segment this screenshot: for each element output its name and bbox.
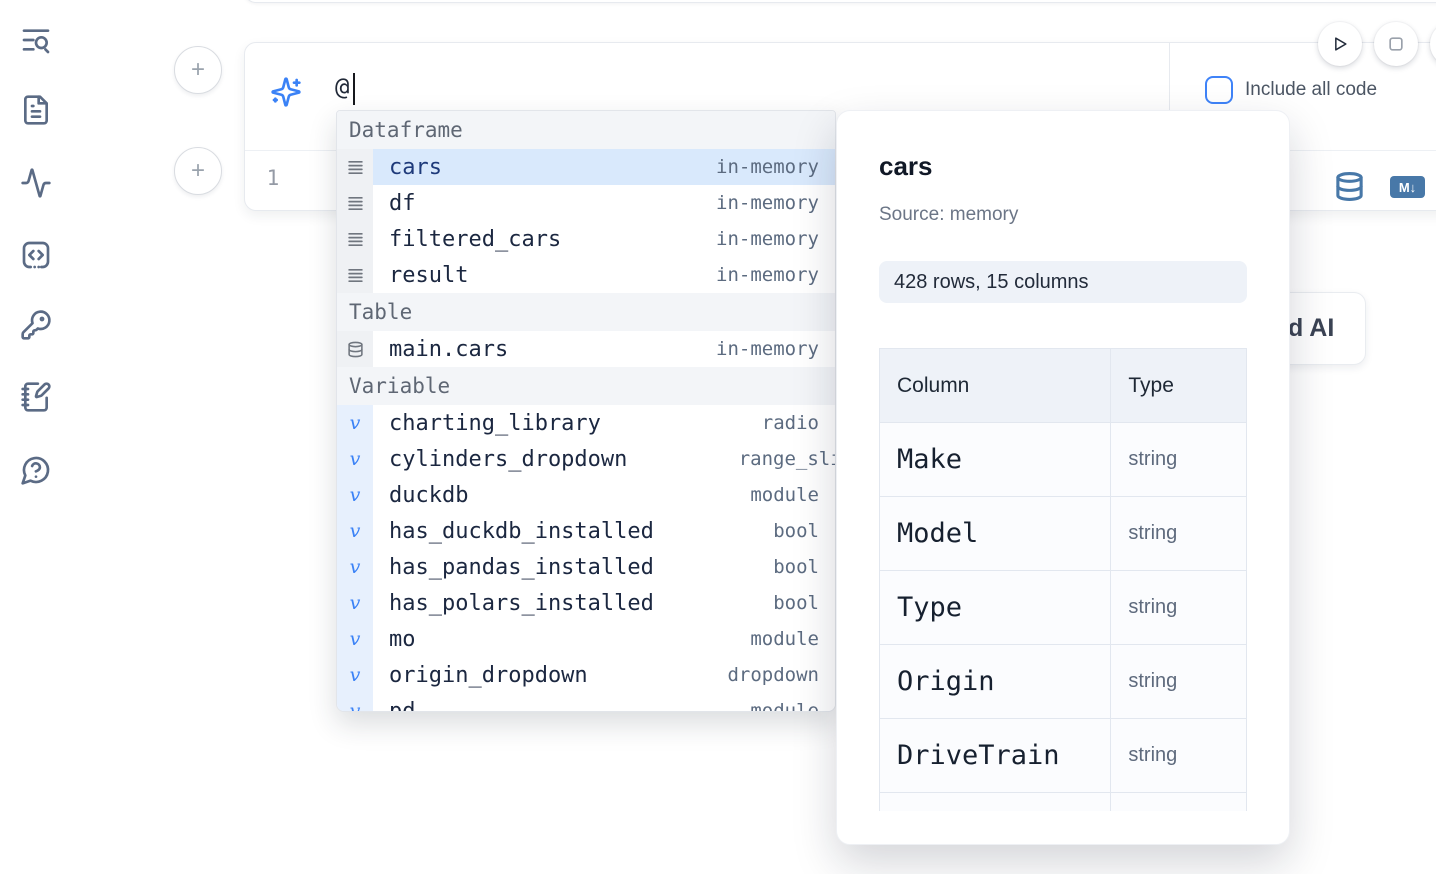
table-row[interactable]: Type string [880, 571, 1246, 645]
dataframe-icon [337, 185, 373, 221]
table-row-partial [880, 793, 1246, 811]
add-cell-above-button[interactable]: + [174, 46, 222, 94]
dataframe-icon [337, 149, 373, 185]
scratchpad-icon[interactable] [20, 381, 52, 413]
markdown-convert-icon[interactable]: M↓ [1390, 176, 1425, 198]
section-header-table: Table [337, 293, 835, 331]
variable-icon: v [337, 477, 373, 513]
previous-cell-card [244, 0, 1436, 3]
text-caret [353, 73, 355, 105]
extra-action-button[interactable] [1430, 22, 1436, 66]
variable-icon: v [337, 657, 373, 693]
section-header-dataframe: Dataframe [337, 111, 835, 149]
code-snippets-icon[interactable] [20, 239, 52, 271]
left-sidebar [0, 0, 72, 874]
dataset-title: cars [879, 151, 933, 181]
code-editor-row[interactable]: 1 [245, 152, 1436, 211]
include-all-code-label: Include all code [1245, 79, 1378, 100]
variable-icon: v [337, 513, 373, 549]
table-row[interactable]: Make string [880, 423, 1246, 497]
document-icon[interactable] [20, 94, 52, 126]
dataset-shape-badge: 428 rows, 15 columns [879, 261, 1247, 303]
section-header-variable: Variable [337, 367, 835, 405]
datasource-icon[interactable] [1334, 171, 1365, 202]
type-header: Type [1128, 373, 1174, 397]
activity-logs-icon[interactable] [20, 167, 52, 199]
dataframe-icon [337, 221, 373, 257]
schema-header-row: Column Type [880, 349, 1246, 423]
keys-icon[interactable] [20, 309, 52, 341]
variable-icon: v [337, 585, 373, 621]
variable-icon: v [337, 693, 373, 711]
ai-prompt-input[interactable]: @ [335, 73, 350, 101]
sparkles-ai-icon [270, 76, 302, 108]
variable-icon: v [337, 441, 373, 477]
line-number: 1 [266, 166, 280, 190]
generate-with-ai-label: d AI [1288, 314, 1335, 342]
run-cell-button[interactable] [1318, 22, 1362, 66]
dataset-source: Source: memory [879, 204, 1019, 225]
table-row[interactable]: DriveTrain string [880, 719, 1246, 793]
column-header: Column [897, 373, 970, 397]
add-cell-below-button[interactable]: + [174, 147, 222, 195]
help-chat-icon[interactable] [20, 454, 52, 486]
dataframe-icon [337, 257, 373, 293]
table-row[interactable]: Origin string [880, 645, 1246, 719]
database-table-icon [337, 331, 373, 367]
variable-icon: v [337, 549, 373, 585]
variable-icon: v [337, 621, 373, 657]
divider [1169, 43, 1170, 151]
table-row[interactable]: Model string [880, 497, 1246, 571]
schema-table: Column Type Make string Model string Typ… [879, 348, 1248, 811]
stop-kernel-button[interactable] [1374, 22, 1418, 66]
include-all-code-checkbox[interactable] [1205, 76, 1233, 104]
dataset-preview-popover: cars Source: memory 428 rows, 15 columns… [836, 110, 1290, 845]
table-of-contents-search-icon[interactable] [20, 24, 52, 56]
variable-icon: v [337, 405, 373, 441]
